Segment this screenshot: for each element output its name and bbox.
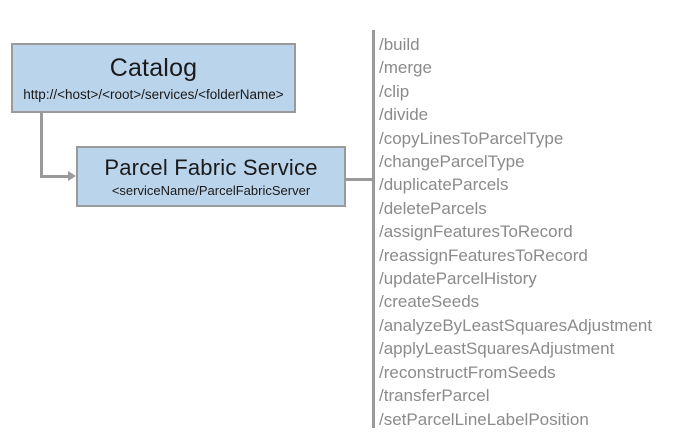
connector-service-to-operations [346, 178, 374, 181]
list-item: /merge [379, 58, 432, 78]
list-item: /setParcelLineLabelPosition [379, 409, 589, 429]
catalog-node-subtitle: http://<host>/<root>/services/<folderNam… [23, 87, 284, 102]
parcel-fabric-service-node-title: Parcel Fabric Service [104, 154, 318, 180]
connector-catalog-horizontal [40, 175, 70, 178]
list-item: /build [379, 35, 420, 54]
catalog-node: Catalog http://<host>/<root>/services/<f… [11, 43, 296, 113]
list-item: /reassignFeaturesToRecord [379, 245, 588, 265]
list-item: /divide [379, 105, 429, 125]
list-item: /analyzeByLeastSquaresAdjustment [379, 315, 653, 335]
connector-catalog-vertical [40, 113, 43, 178]
list-item: /applyLeastSquaresAdjustment [379, 339, 615, 359]
operations-rail-divider [372, 30, 375, 428]
parcel-fabric-service-node-subtitle: <serviceName/ParcelFabricServer [111, 182, 311, 198]
list-item: /transferParcel [379, 386, 490, 406]
list-item: /updateParcelHistory [379, 269, 537, 289]
list-item: /assignFeaturesToRecord [379, 222, 573, 242]
list-item: /copyLinesToParcelType [379, 128, 564, 148]
operations-list: /build /merge /clip /divide /copyLinesTo… [379, 33, 684, 431]
catalog-node-title: Catalog [109, 54, 198, 82]
list-item: /duplicateParcels [379, 175, 509, 195]
parcel-fabric-service-node: Parcel Fabric Service <serviceName/Parce… [76, 146, 346, 207]
list-item: /changeParcelType [379, 152, 525, 172]
list-item: /createSeeds [379, 292, 480, 312]
list-item: /deleteParcels [379, 198, 487, 218]
list-item: /reconstructFromSeeds [379, 362, 556, 382]
arrow-right-icon [68, 171, 76, 181]
list-item: /clip [379, 81, 410, 101]
